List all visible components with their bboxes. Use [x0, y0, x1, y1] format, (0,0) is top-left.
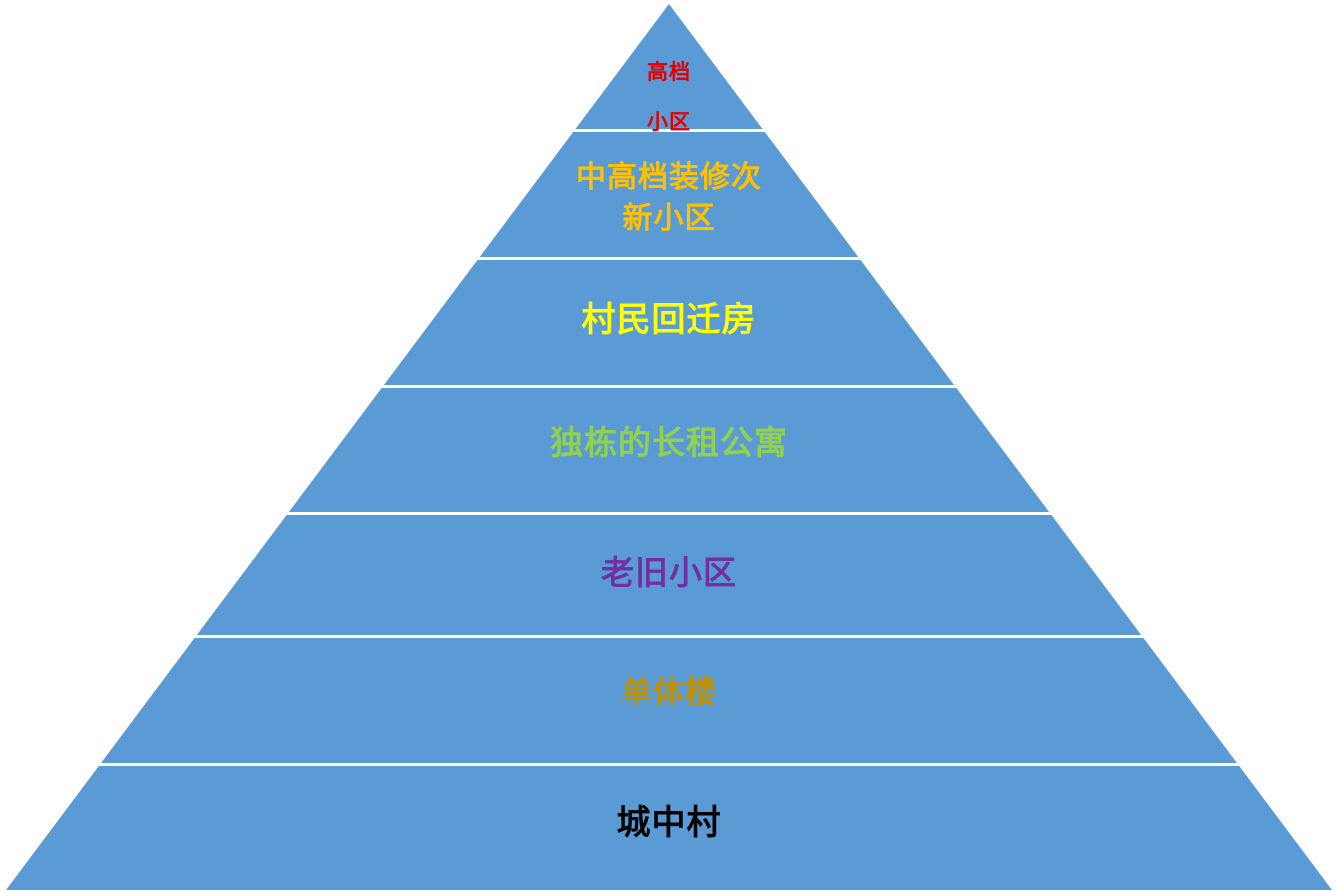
level-label-longterm-rental-apartment: 独栋的长租公寓: [550, 424, 788, 461]
level-label-line: 小区: [647, 111, 691, 134]
level-label-premium-community: 高档 小区: [0, 48, 1338, 148]
divider-line-1: [6, 129, 1332, 132]
level-label-mid-high-renovated: 中高档装修次 新小区: [0, 157, 1338, 239]
level-label-old-community: 老旧小区: [601, 554, 737, 591]
divider-line-4: [6, 512, 1332, 515]
divider-line-5: [6, 635, 1332, 638]
divider-line-2: [6, 257, 1332, 260]
level-label-single-building: 单体楼: [621, 675, 717, 710]
level-label-line: 中高档装修次: [576, 161, 762, 194]
divider-line-3: [6, 385, 1332, 388]
divider-line-6: [6, 763, 1332, 766]
level-label-line: 新小区: [622, 202, 716, 235]
level-label-line: 高档: [647, 61, 691, 84]
level-label-urban-village: 城中村: [616, 804, 722, 842]
level-label-villager-resettlement: 村民回迁房: [581, 301, 757, 339]
